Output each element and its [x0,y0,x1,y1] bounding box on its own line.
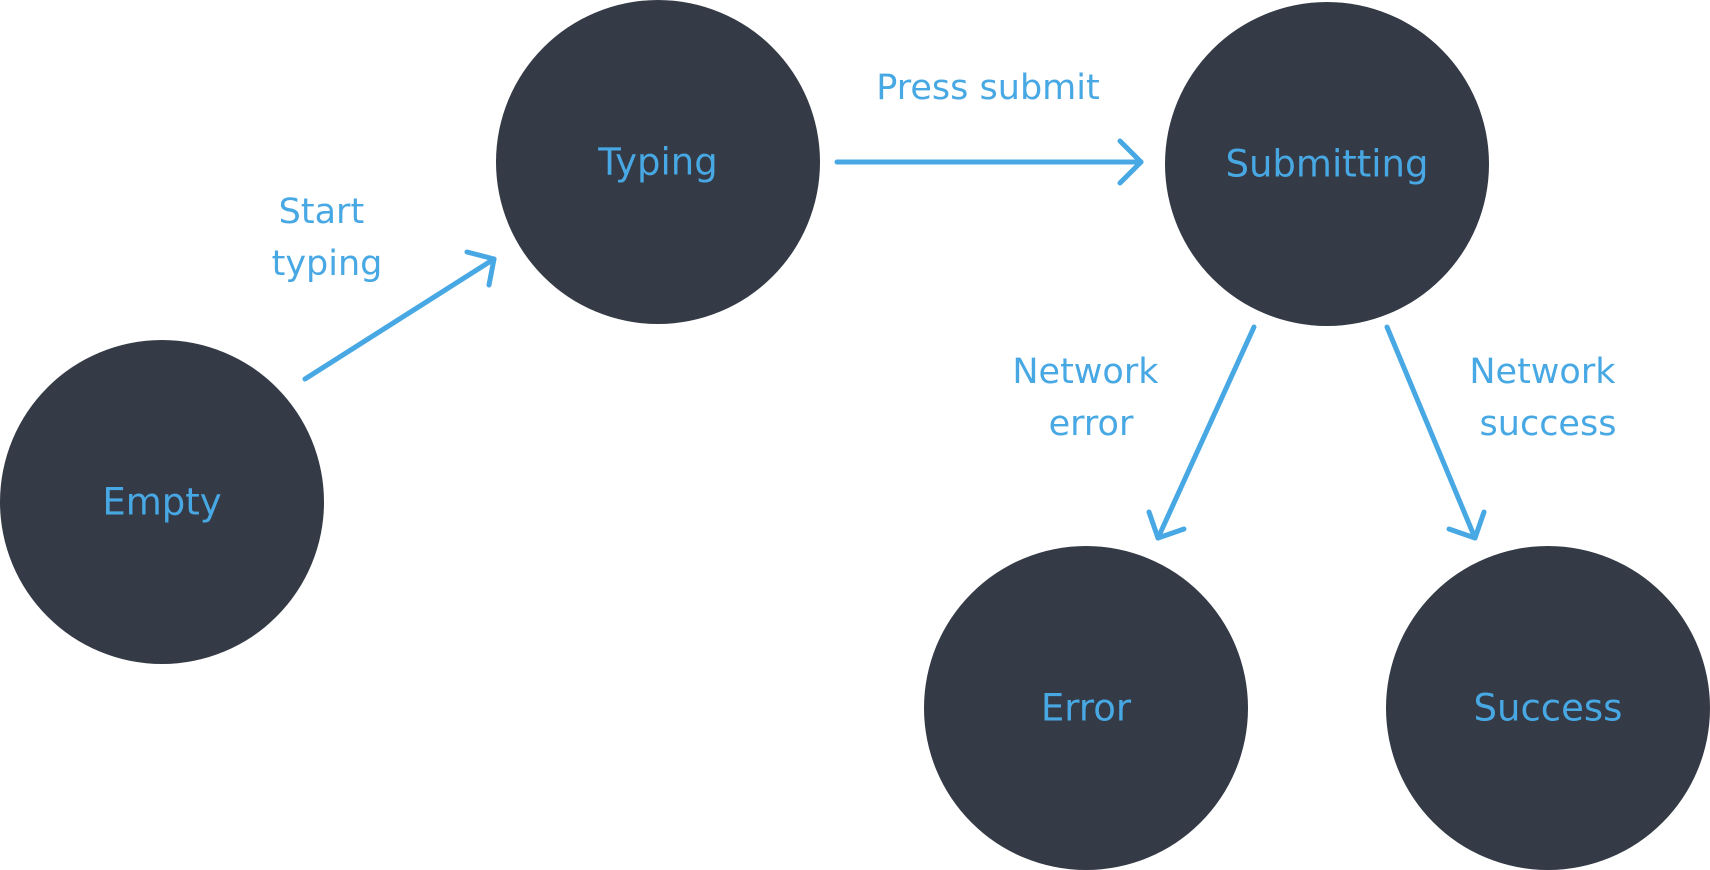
arrowhead-icon [1146,509,1187,541]
state-node-empty: Empty [0,340,324,664]
transition-network-error: Network error [1012,324,1257,541]
state-label-typing: Typing [597,141,717,184]
transition-label-line: error [1049,404,1134,444]
arrowhead-icon [464,249,497,288]
arrowhead-icon [1117,138,1144,186]
transition-network-success: Network success [1384,324,1626,541]
state-node-success: Success [1386,546,1710,870]
state-node-typing: Typing [496,0,820,324]
state-circle [924,546,1248,870]
state-label-success: Success [1474,687,1623,730]
arrow-line [1155,324,1257,541]
transition-label-network-success: Network success [1469,352,1626,444]
arrow-line [302,256,497,382]
state-circle [1386,546,1710,870]
transition-label-line: success [1480,404,1617,444]
transition-label-press-submit: Press submit [876,68,1099,108]
transition-label-line: Start [279,192,365,232]
state-circle [496,0,820,324]
state-node-submitting: Submitting [1165,2,1489,326]
arrow-line [1384,324,1478,541]
transition-label-line: Network [1469,352,1616,392]
transition-label-line: typing [272,244,383,284]
state-label-error: Error [1041,687,1132,730]
transition-label-line: Press submit [876,68,1099,108]
transition-label-start-typing: Start typing [272,192,383,284]
state-label-empty: Empty [102,481,221,524]
transition-label-line: Network [1012,352,1159,392]
state-circle [1165,2,1489,326]
arrowhead-icon [1446,509,1487,541]
state-label-submitting: Submitting [1226,143,1429,186]
state-node-error: Error [924,546,1248,870]
transition-label-network-error: Network error [1012,352,1169,444]
transition-press-submit: Press submit [834,68,1144,186]
state-circle [0,340,324,664]
transition-start-typing: Start typing [272,192,497,382]
